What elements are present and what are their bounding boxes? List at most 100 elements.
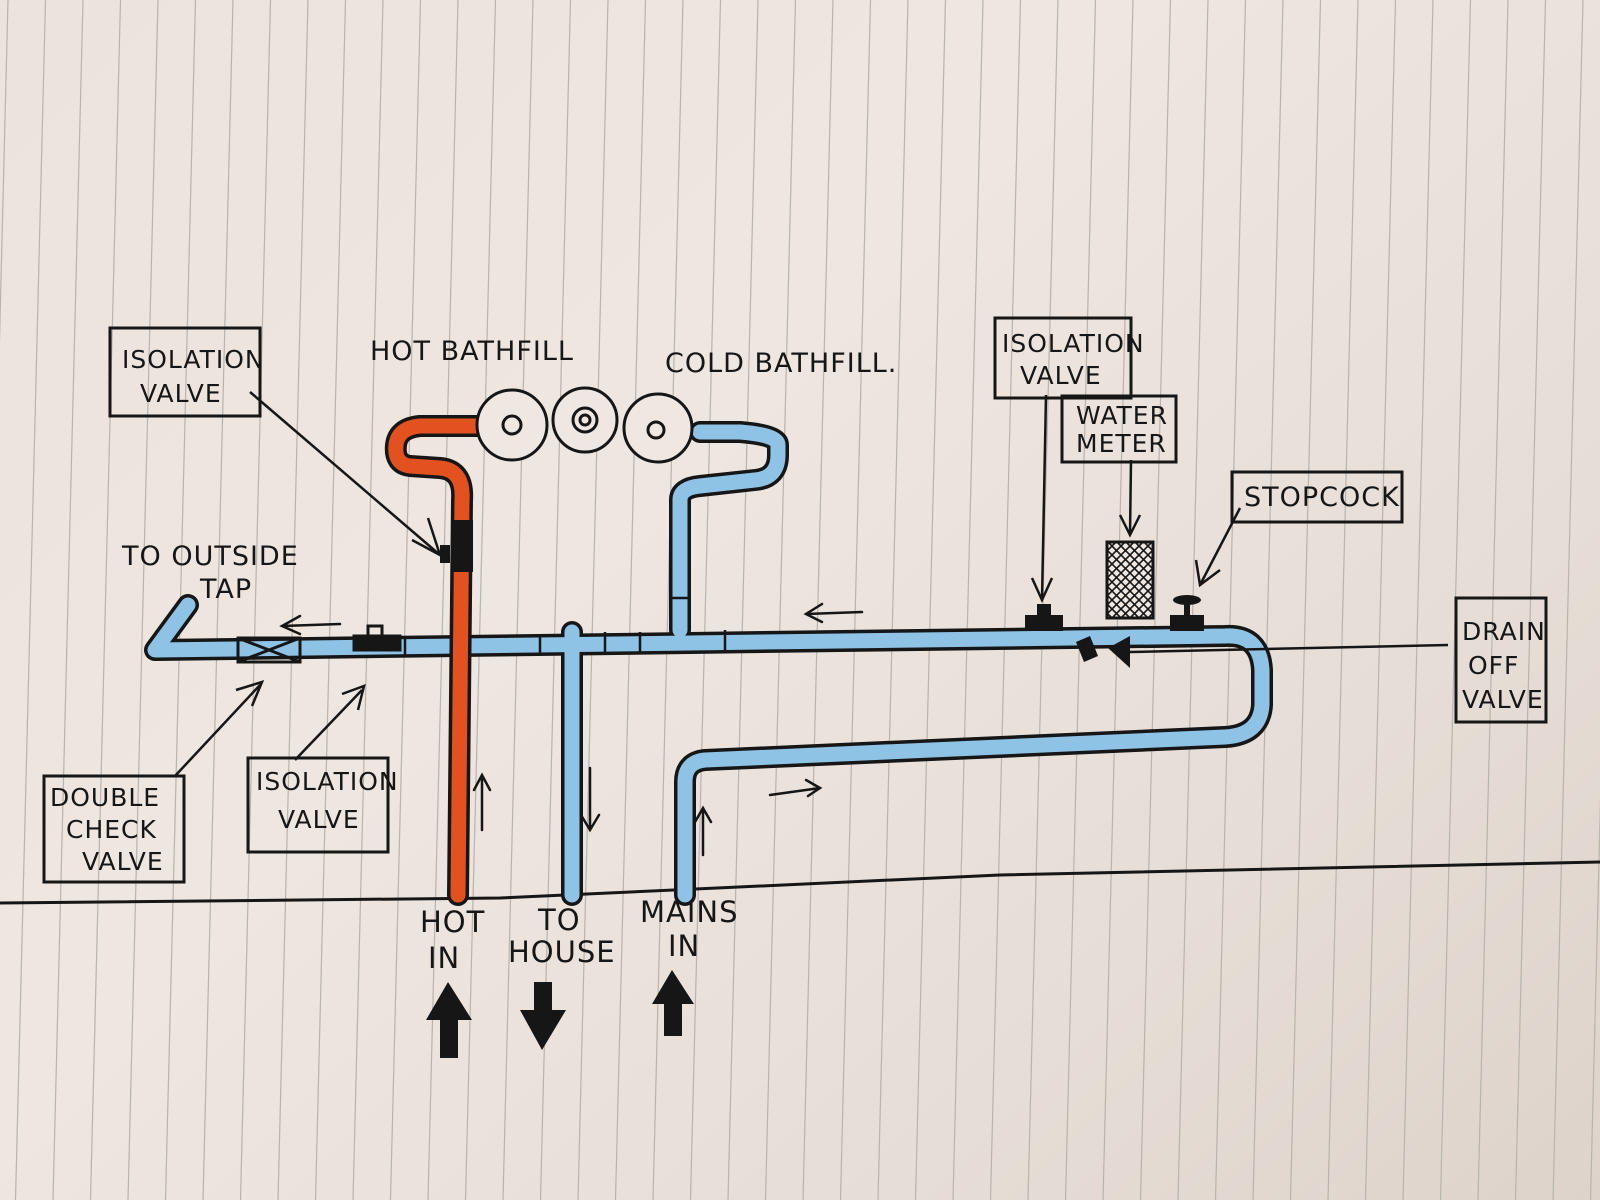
ruled-line — [1139, 0, 1172, 1200]
ruled-line — [914, 0, 947, 1200]
meter-hatch-line — [1138, 602, 1153, 618]
ruled-line — [989, 0, 1022, 1200]
water-meter-icon — [1105, 540, 1256, 620]
ruled-line — [14, 0, 47, 1200]
isolation-valve-left-label: ISOLATION — [122, 345, 265, 374]
ruled-line — [1214, 0, 1247, 1200]
ruled-line — [277, 0, 309, 1200]
meter-hatch-line — [1134, 542, 1153, 562]
ruled-line — [389, 0, 422, 1200]
flow-arrow-down-house — [579, 766, 601, 833]
isolation-valve-right-label: ISOLATION — [1002, 329, 1145, 358]
double-check-valve-label-2: CHECK — [66, 815, 157, 844]
leader-lines — [174, 391, 1449, 777]
flow-arrow-left-main — [803, 602, 864, 624]
meter-hatch-line — [1107, 602, 1122, 618]
hot-isolation-valve-icon — [451, 520, 473, 572]
ruled-line — [1552, 0, 1584, 1200]
ruled-line — [427, 0, 459, 1200]
hot-valve-handle-icon — [440, 545, 450, 563]
drain-off-valve-icon — [1076, 636, 1130, 668]
flow-arrows — [279, 602, 864, 857]
left-isolation-valve-icon — [352, 624, 402, 652]
to-house-label-2: HOUSE — [508, 935, 616, 969]
bath-filler-icon — [475, 386, 694, 464]
isolation-valve-bottom-label-2: VALVE — [278, 805, 360, 834]
double-check-valve-icon — [236, 636, 302, 664]
ruled-line — [1477, 0, 1509, 1200]
ruled-line — [0, 0, 9, 345]
meter-hatch-line — [1107, 557, 1153, 607]
hot-in-arrow-icon — [426, 982, 472, 1058]
water-meter-label: WATER — [1076, 401, 1168, 430]
meter-hatch-line — [1107, 566, 1153, 616]
meter-hatch-line — [1125, 542, 1153, 571]
ruled-line — [1364, 0, 1397, 1200]
ground-line — [0, 860, 1600, 905]
ruled-line — [689, 0, 722, 1200]
to-house-label: TO — [537, 903, 581, 937]
hot-pipe — [384, 415, 491, 906]
meter-hatch-line — [1107, 542, 1135, 571]
ruled-line — [577, 0, 609, 1200]
ruled-line — [1064, 0, 1097, 1200]
water-meter-label-2: METER — [1076, 429, 1167, 458]
ruled-line — [877, 0, 909, 1200]
ruled-line — [764, 0, 797, 1200]
ruled-line — [952, 0, 984, 1200]
ruled-line — [89, 0, 122, 1200]
meter-hatch-line — [1120, 584, 1153, 618]
ruled-line — [1589, 795, 1600, 1200]
ruled-line — [1514, 0, 1547, 1200]
isolation-valve-left-label-2: VALVE — [140, 379, 222, 408]
stopcock-icon — [1170, 595, 1204, 631]
to-outside-tap-label-2: TAP — [199, 574, 252, 605]
ruled-line — [1252, 0, 1284, 1200]
drain-off-valve-label-2: OFF — [1468, 651, 1519, 680]
meter-hatch-line — [1107, 575, 1149, 618]
drain-off-valve-label-3: VALVE — [1462, 685, 1544, 714]
ruled-line — [1402, 0, 1434, 1200]
meter-hatch-line — [1107, 593, 1131, 618]
label-boxes — [42, 316, 1548, 884]
pipe-joints — [403, 596, 727, 656]
to-house-arrow-icon — [520, 982, 566, 1050]
ruled-line — [464, 0, 497, 1200]
double-check-valve-label: DOUBLE — [50, 783, 160, 812]
ruled-line — [502, 0, 534, 1200]
meter-hatch-line — [1129, 593, 1153, 618]
hot-in-label-2: IN — [428, 941, 460, 975]
big-arrows — [426, 970, 694, 1058]
hot-in-label: HOT — [420, 905, 485, 939]
ruled-line — [727, 0, 759, 1200]
ruled-line — [1327, 0, 1359, 1200]
meter-hatch-line — [1180, 542, 1256, 618]
ruled-line — [314, 0, 347, 1200]
cold-pipe-network — [144, 421, 1273, 906]
mains-in-label-2: IN — [668, 929, 700, 963]
meter-hatch-line — [1107, 566, 1153, 616]
ruled-line — [614, 0, 647, 1200]
meter-hatch-line — [1107, 542, 1126, 562]
meter-hatch-line — [1107, 542, 1144, 580]
flow-arrow-up-mains — [693, 805, 713, 857]
ruled-line — [52, 0, 84, 1200]
to-outside-tap-label: TO OUTSIDE — [121, 541, 299, 572]
meter-hatch-line — [1107, 557, 1153, 607]
meter-hatch-line — [1107, 584, 1140, 618]
ruled-line — [1289, 0, 1322, 1200]
ruled-line — [802, 0, 834, 1200]
right-isolation-valve-icon — [1025, 604, 1063, 631]
mains-in-label: MAINS — [640, 895, 739, 929]
ruled-line — [352, 0, 384, 1200]
cold-bathfill-label: COLD BATHFILL. — [665, 348, 897, 379]
ruled-line — [239, 0, 272, 1200]
double-check-valve-label-3: VALVE — [82, 847, 164, 876]
isolation-valve-bottom-label: ISOLATION — [256, 767, 399, 796]
flow-arrow-right-return — [768, 778, 823, 798]
meter-hatch-line — [1157, 542, 1233, 618]
ruled-line — [127, 0, 159, 1200]
flow-arrow-up-hot — [472, 772, 492, 832]
